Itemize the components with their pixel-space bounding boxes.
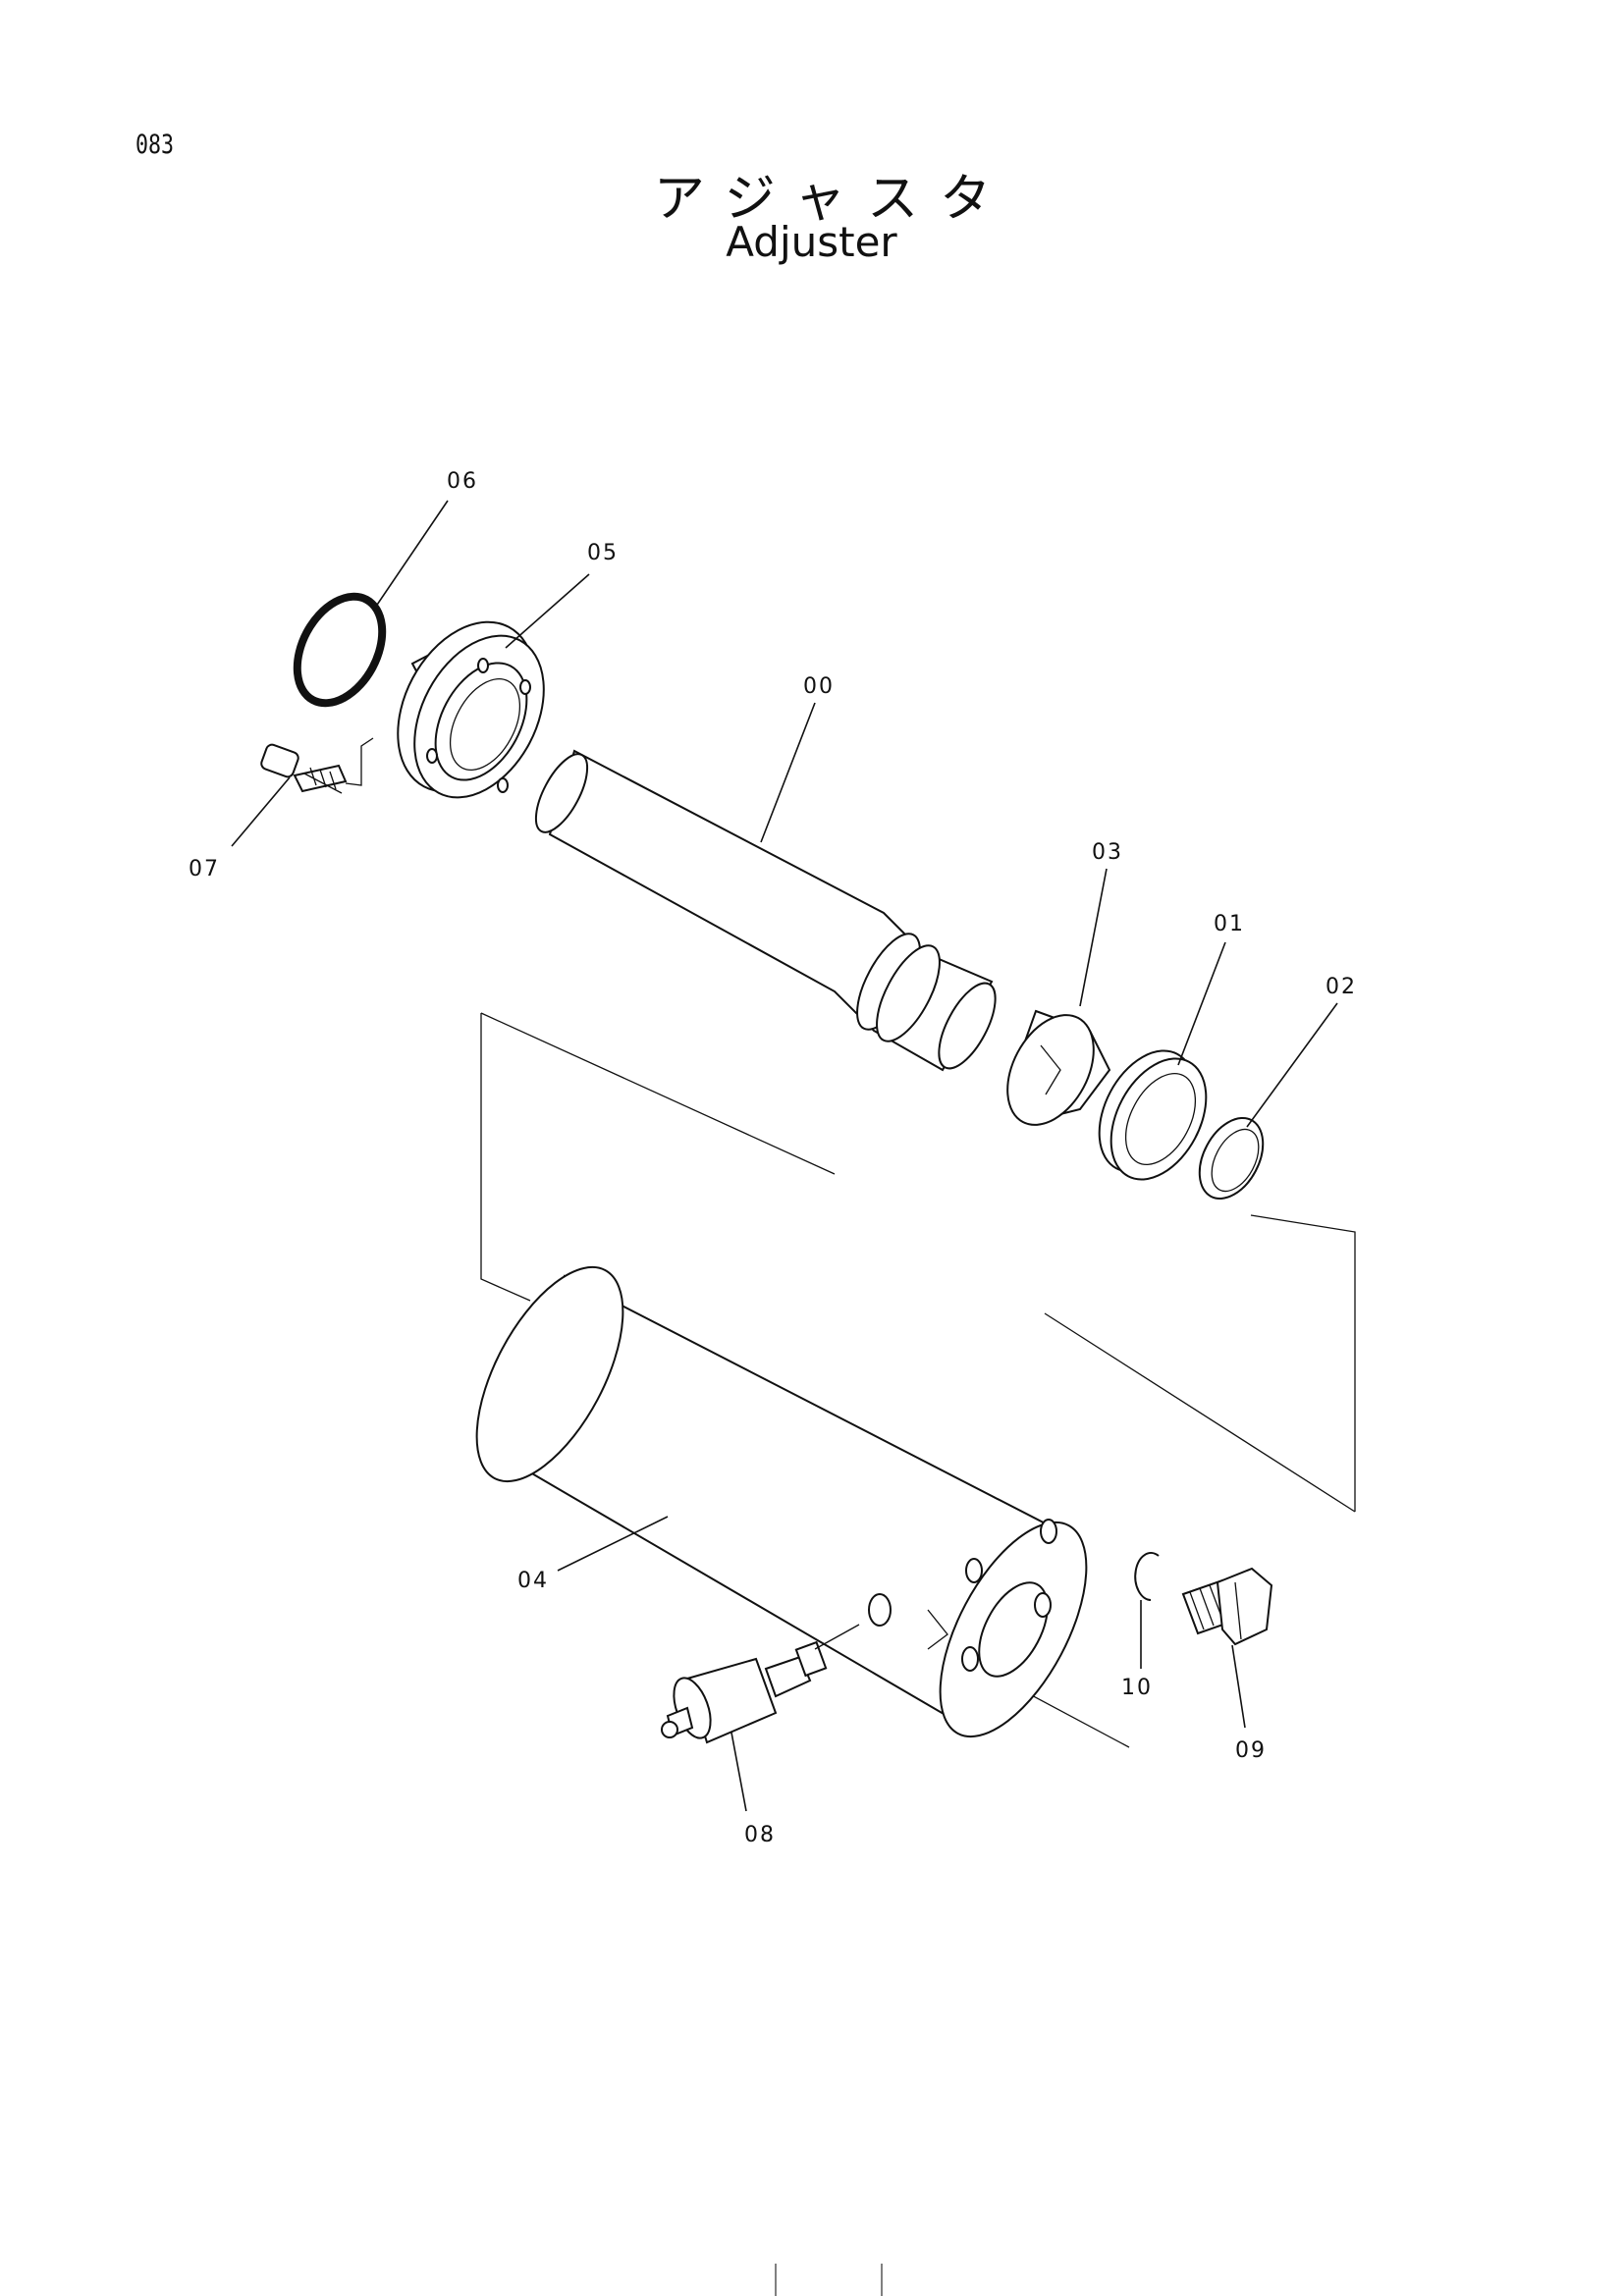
part-00-rod [534, 749, 997, 1072]
part-08-valve [661, 1624, 860, 1744]
part-03-bushing [1006, 1009, 1111, 1126]
callout-02: 02 [1325, 975, 1357, 999]
callout-04: 04 [517, 1569, 549, 1593]
part-09-bolt [1181, 1567, 1273, 1646]
callout-10: 10 [1121, 1676, 1153, 1700]
part-06-o-ring [293, 592, 387, 708]
leader-lines [231, 500, 1338, 1812]
part-04-cylinder [475, 1265, 1088, 1738]
part-05-flange [397, 620, 545, 799]
part-01-seal [1098, 1049, 1208, 1181]
callout-09: 09 [1235, 1738, 1267, 1763]
callout-03: 03 [1092, 840, 1123, 865]
title-japanese: アジャスタ [653, 170, 1013, 229]
callout-08: 08 [744, 1823, 776, 1847]
page-number: 083 [135, 130, 175, 160]
callout-00: 00 [803, 674, 835, 699]
part-10-circlip [1134, 1552, 1160, 1601]
callout-01: 01 [1214, 912, 1245, 936]
scan-marks [775, 2264, 883, 2296]
callout-06: 06 [447, 469, 478, 494]
part-07-bolt [260, 737, 374, 794]
callout-05: 05 [587, 541, 619, 565]
callout-07: 07 [189, 857, 220, 881]
title-english: Adjuster [726, 218, 897, 266]
